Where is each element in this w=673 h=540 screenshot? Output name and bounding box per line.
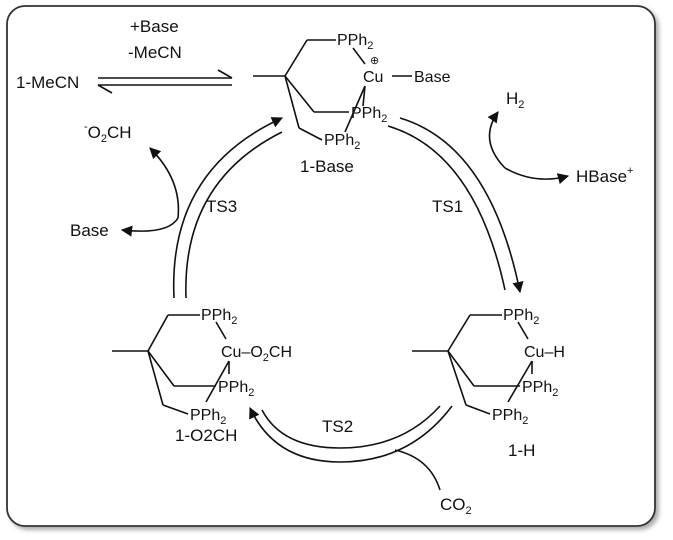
name-1-o2ch: 1-O2CH <box>175 426 237 445</box>
ts1-label: TS1 <box>432 197 463 216</box>
ts2-label: TS2 <box>322 417 353 436</box>
name-1-base: 1-Base <box>300 157 354 176</box>
cu-1-base: Cu <box>363 69 383 86</box>
hbase-plus-label: HBase+ <box>576 165 633 186</box>
plus-base-label: +Base <box>130 17 179 36</box>
cu-h-1-h: Cu–H <box>524 344 565 361</box>
minus-mecn-label: -MeCN <box>128 43 182 62</box>
base-ligand-1-base: Base <box>414 69 451 86</box>
base-out-label: Base <box>70 221 109 240</box>
cu-charge-1-base: ⊕ <box>370 55 379 67</box>
ts3-label: TS3 <box>206 197 237 216</box>
name-1-h: 1-H <box>508 441 535 460</box>
one-mecn-label: 1-MeCN <box>16 73 79 92</box>
formate-anion-label: -O2CH <box>84 121 132 145</box>
